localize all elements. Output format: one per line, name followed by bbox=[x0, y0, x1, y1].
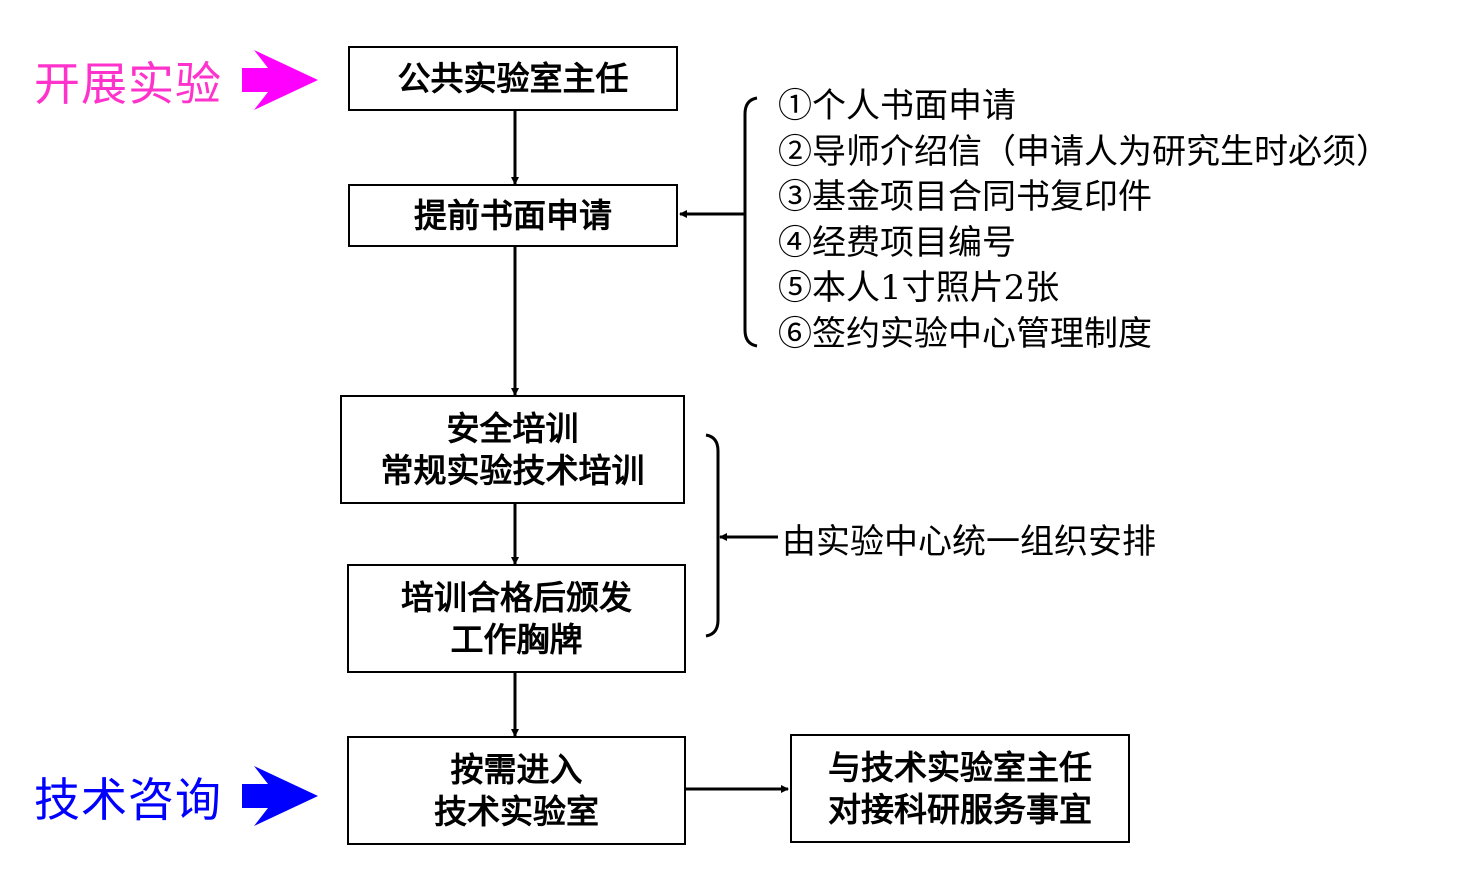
start-experiment-label: 开展实验 bbox=[34, 57, 222, 111]
box-written-application: 提前书面申请 bbox=[348, 184, 678, 247]
box-lab-director: 公共实验室主任 bbox=[348, 46, 678, 111]
box-training: 安全培训 常规实验技术培训 bbox=[340, 395, 685, 504]
box-line: 与技术实验室主任 bbox=[828, 747, 1092, 787]
box-line: 工作胸牌 bbox=[450, 619, 583, 659]
box-issue-badge: 培训合格后颁发 工作胸牌 bbox=[347, 564, 686, 673]
tech-consult-label: 技术咨询 bbox=[34, 773, 222, 827]
requirements-list: ①个人书面申请 ②导师介绍信（申请人为研究生时必须） ③基金项目合同书复印件 ④… bbox=[778, 84, 1390, 357]
box-line: 按需进入 bbox=[450, 749, 583, 789]
requirement-item: ⑥签约实验中心管理制度 bbox=[778, 313, 1152, 354]
box-line: 常规实验技术培训 bbox=[380, 450, 645, 490]
box-line: 提前书面申请 bbox=[414, 195, 612, 235]
box-enter-tech-lab: 按需进入 技术实验室 bbox=[347, 736, 686, 845]
box-line: 公共实验室主任 bbox=[397, 58, 629, 98]
box-line: 安全培训 bbox=[446, 408, 579, 448]
start-experiment-arrow-icon bbox=[242, 50, 318, 110]
requirement-item: ④经费项目编号 bbox=[778, 222, 1016, 263]
requirements-bracket bbox=[743, 96, 758, 348]
requirement-item: ⑤本人1寸照片2张 bbox=[778, 268, 1060, 308]
requirement-item: ③基金项目合同书复印件 bbox=[778, 177, 1152, 217]
tech-consult-arrow-icon bbox=[242, 766, 318, 826]
box-line: 对接科研服务事宜 bbox=[828, 789, 1092, 829]
box-line: 培训合格后颁发 bbox=[401, 577, 632, 617]
box-line: 技术实验室 bbox=[434, 791, 599, 831]
organized-note: 由实验中心统一组织安排 bbox=[782, 522, 1156, 562]
requirement-item: ①个人书面申请 bbox=[778, 86, 1016, 126]
box-contact-director: 与技术实验室主任 对接科研服务事宜 bbox=[790, 734, 1130, 843]
requirement-item: ②导师介绍信（申请人为研究生时必须） bbox=[778, 131, 1390, 172]
training-bracket bbox=[705, 433, 720, 638]
